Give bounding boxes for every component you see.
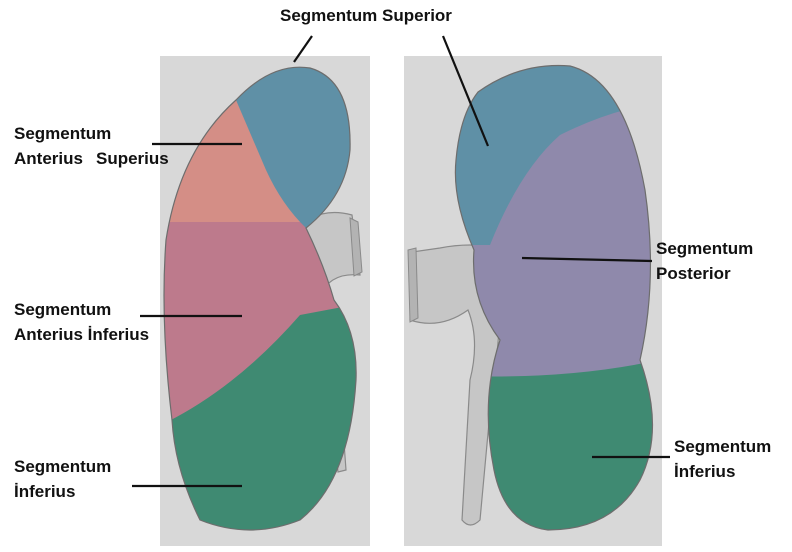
left-panel	[150, 50, 380, 552]
label-anterius-inferius-line1: Segmentum	[14, 299, 111, 321]
label-inferius-right-line2: İnferius	[674, 461, 735, 483]
label-anterius-superius-line1: Segmentum	[14, 123, 111, 145]
label-posterior-line2: Posterior	[656, 263, 731, 285]
label-segmentum-superior: Segmentum Superior	[280, 5, 452, 27]
label-anterius-superius-line2a: Anterius	[14, 148, 83, 170]
label-anterius-inferius-line2: Anterius İnferius	[14, 324, 149, 346]
label-posterior-line1: Segmentum	[656, 238, 753, 260]
label-inferius-left-line1: Segmentum	[14, 456, 111, 478]
label-inferius-right-line1: Segmentum	[674, 436, 771, 458]
right-panel	[404, 50, 680, 552]
label-inferius-left-line2: İnferius	[14, 481, 75, 503]
label-anterius-superius-line2b: Superius	[96, 148, 169, 170]
